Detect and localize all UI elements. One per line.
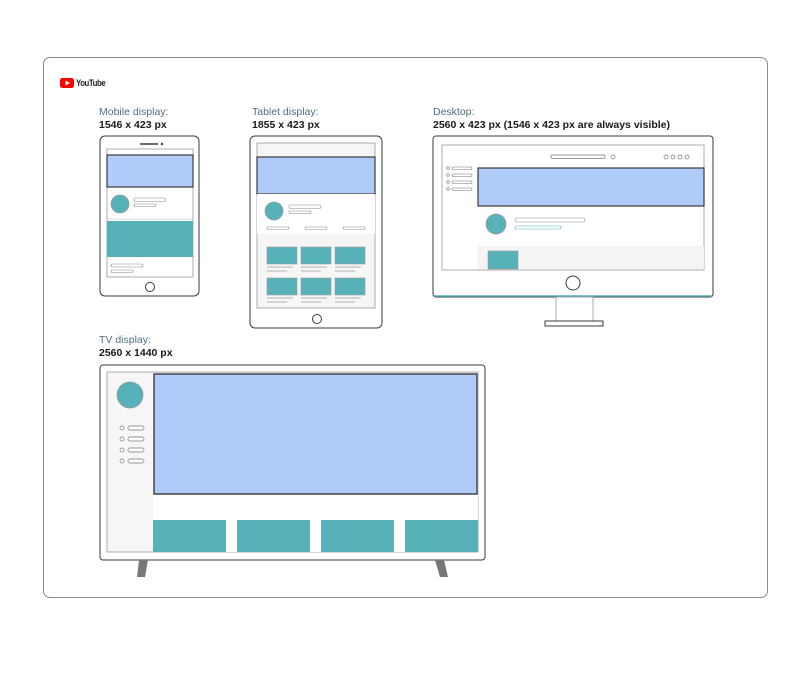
text-line <box>514 217 586 223</box>
camera-dot <box>160 142 164 146</box>
youtube-play-icon <box>60 78 74 88</box>
tv-video-tile <box>321 520 394 552</box>
tv-video-tile <box>153 520 226 552</box>
tablet-device <box>249 135 383 329</box>
tab-line <box>304 226 328 230</box>
desktop-avatar <box>485 213 507 235</box>
search-icon <box>610 154 616 160</box>
tv-leg <box>137 560 148 577</box>
tablet-video-tile <box>334 246 366 265</box>
mobile-size: 1546 x 423 px <box>99 119 167 131</box>
mobile-device <box>99 135 200 297</box>
text-line <box>133 203 157 207</box>
mobile-label: Mobile display: <box>99 106 169 118</box>
home-button <box>312 314 322 324</box>
tablet-video-tile <box>266 246 298 265</box>
text-line <box>288 204 322 209</box>
desktop-device <box>432 135 714 327</box>
monitor-base <box>544 320 604 327</box>
text-line <box>133 197 167 202</box>
tablet-video-tile <box>266 277 298 296</box>
mobile-video-tile <box>107 221 193 257</box>
text-line <box>110 263 144 268</box>
tv-video-tile <box>237 520 310 552</box>
tv-size: 2560 x 1440 px <box>99 347 173 359</box>
logo-wordmark: YouTube <box>76 77 106 89</box>
desktop-size: 2560 x 423 px (1546 x 423 px are always … <box>433 119 670 131</box>
tv-label: TV display: <box>99 334 151 346</box>
tv-leg <box>435 560 448 577</box>
desktop-video-tile <box>487 250 519 270</box>
tablet-size: 1855 x 423 px <box>252 119 320 131</box>
tab-line <box>266 226 290 230</box>
tablet-video-tile <box>300 277 332 296</box>
outer-frame <box>43 57 768 598</box>
tv-video-tile <box>405 520 478 552</box>
tablet-label: Tablet display: <box>252 106 319 118</box>
tab-line <box>342 226 366 230</box>
mobile-banner <box>106 154 194 188</box>
text-line <box>288 210 312 214</box>
tv-banner <box>153 373 478 495</box>
text-line <box>514 225 562 230</box>
tablet-banner <box>256 156 376 195</box>
home-button <box>145 282 155 292</box>
search-bar <box>550 154 606 159</box>
tv-avatar <box>116 381 144 409</box>
mobile-avatar <box>110 194 130 214</box>
tablet-avatar <box>264 201 284 221</box>
tablet-video-tile <box>334 277 366 296</box>
power-button <box>565 275 581 291</box>
desktop-banner <box>477 167 705 207</box>
desktop-label: Desktop: <box>433 106 475 118</box>
text-line <box>110 269 134 273</box>
tv-device <box>99 364 486 577</box>
tablet-video-tile <box>300 246 332 265</box>
monitor-stand <box>555 296 594 322</box>
youtube-logo: YouTube <box>60 77 112 89</box>
